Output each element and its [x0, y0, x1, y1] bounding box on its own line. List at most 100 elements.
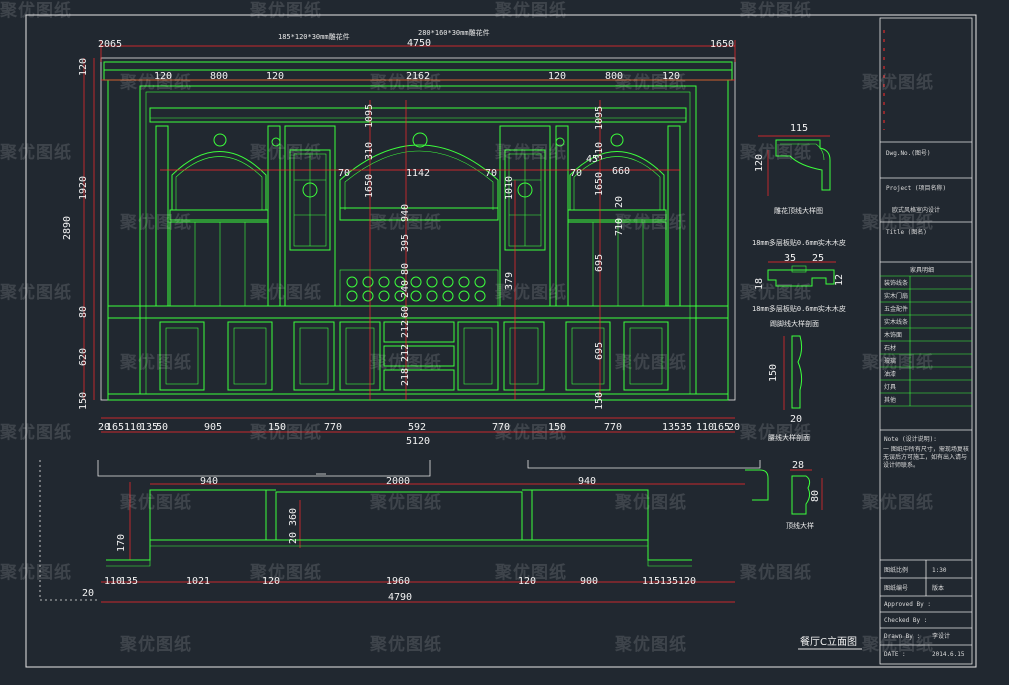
watermark: 聚优图纸: [249, 422, 322, 443]
dim-bottom-seg-0: 20: [98, 422, 110, 433]
tb-sign-row-3: Checked By :: [884, 617, 927, 624]
dim-top-seg-4: 120: [548, 71, 566, 82]
watermark-layer: 聚优图纸 聚优图纸 聚优图纸 聚优图纸 聚优图纸 聚优图纸 聚优图纸 聚优图纸 …: [0, 0, 934, 655]
dim-r7: 695: [594, 342, 605, 360]
dim-top-seg-6: 120: [662, 71, 680, 82]
plan-view: [39, 460, 769, 601]
dim-top-overall: 4750: [407, 38, 431, 49]
dim-bottom-seg-10: 150: [548, 422, 566, 433]
tb-sign-val-5: 2014.6.15: [932, 651, 965, 658]
detail1-height: 120: [754, 154, 765, 172]
tb-note-wrap: 一 图纸中所有尺寸，需现场复核无误后方可施工，如有出入请与设计师联系。: [883, 446, 969, 469]
watermark: 聚优图纸: [861, 492, 934, 513]
dim-r2: 310: [594, 142, 605, 160]
plan-dim-top-2: 940: [578, 476, 596, 487]
detail3-h: 150: [768, 364, 779, 382]
watermark: 聚优图纸: [494, 422, 567, 443]
plan-dim-top-0: 940: [200, 476, 218, 487]
bottom-dims: 20 165 110 135 50 905 150 770 592 770 15…: [98, 422, 740, 447]
watermark: 聚优图纸: [119, 352, 192, 373]
watermark: 聚优图纸: [739, 282, 812, 303]
detail-skirting: [767, 265, 835, 287]
watermark: 聚优图纸: [0, 0, 72, 21]
dim-left-seg-0: 120: [78, 58, 89, 76]
plan-dim-bottom-7: 115: [642, 576, 660, 587]
watermark: 聚优图纸: [119, 212, 192, 233]
dim-drawer-1: 212: [400, 320, 411, 338]
watermark: 聚优图纸: [0, 282, 72, 303]
dim-arch-70-left: 70: [338, 168, 350, 179]
dim-bottom-seg-1: 165: [106, 422, 124, 433]
detail1-caption: 雕花顶线大样图: [774, 206, 823, 215]
dim-v4: 940: [400, 204, 411, 222]
dim-top-seg-2: 120: [266, 71, 284, 82]
carving-note-left: 185*120*30mm雕花件: [278, 32, 350, 41]
plan-dim-bottom-8: 135: [660, 576, 678, 587]
dim-drawer-3: 218: [400, 368, 411, 386]
plan-dim-overall: 4790: [388, 592, 412, 603]
detail2-caption: 踢脚线大样剖面: [770, 319, 819, 328]
watermark: 聚优图纸: [119, 634, 192, 655]
watermark: 聚优图纸: [614, 634, 687, 655]
dim-arch-width: 1142: [406, 168, 430, 179]
carving-note-right: 280*160*30mm雕花件: [418, 28, 490, 37]
watermark: 聚优图纸: [861, 352, 934, 373]
plan-dim-bottom-9: 120: [678, 576, 696, 587]
watermark: 聚优图纸: [369, 352, 442, 373]
dim-arch-70-right: 70: [485, 168, 497, 179]
plan-dim-bottom-2: 1021: [186, 576, 210, 587]
detail-cornice: [775, 139, 831, 191]
watermark: 聚优图纸: [494, 0, 567, 21]
dim-bottom-seg-9: 770: [492, 422, 510, 433]
detail2-w1: 35: [784, 253, 796, 264]
tb-item-6: 玻璃: [884, 357, 896, 365]
dim-v6: 80: [400, 263, 411, 275]
dimension-lines: [83, 40, 836, 603]
dim-left-seg-3: 620: [78, 348, 89, 366]
dim-left-overall: 2890: [62, 216, 73, 240]
plan-dim-bottom-0: 110: [104, 576, 122, 587]
plan-dim-360: 360: [288, 508, 299, 526]
dim-top-right: 1650: [710, 39, 734, 50]
detail2-bottom-note: 18mm多层板贴0.6mm实木木皮: [752, 304, 846, 313]
tb-sign-row-1: 图纸编号: [884, 584, 908, 592]
plan-dim-170: 170: [116, 534, 127, 552]
detail2-h: 18: [754, 278, 765, 290]
tb-item-7: 油漆: [884, 370, 896, 378]
watermark: 聚优图纸: [614, 352, 687, 373]
watermark: 聚优图纸: [0, 142, 72, 163]
tb-sign-row-4: Drawn By :: [884, 633, 920, 640]
tb-title: Title (图名): [886, 228, 927, 236]
dim-bottom-seg-7: 770: [324, 422, 342, 433]
tb-project-name: 欧式风格室内设计: [892, 206, 940, 214]
dim-c660: 660: [612, 166, 630, 177]
plan-dim-bottom-6: 900: [580, 576, 598, 587]
watermark: 聚优图纸: [494, 562, 567, 583]
title-block: [879, 17, 973, 665]
dim-bottom-seg-16: 20: [728, 422, 740, 433]
plan-dim-bottom-4: 1960: [386, 576, 410, 587]
dim-bottom-seg-3: 135: [140, 422, 158, 433]
dim-v3: 1650: [364, 174, 375, 198]
tb-item-1: 实木门扇: [884, 292, 908, 300]
watermark: 聚优图纸: [739, 142, 812, 163]
dim-c70: 70: [570, 168, 582, 179]
dim-bottom-seg-2: 110: [124, 422, 142, 433]
watermark: 聚优图纸: [614, 212, 687, 233]
dim-v5: 395: [400, 234, 411, 252]
detail2-side: 12: [834, 274, 845, 286]
dim-r6: 695: [594, 254, 605, 272]
watermark: 聚优图纸: [861, 72, 934, 93]
watermark: 聚优图纸: [369, 634, 442, 655]
plan-dim-top-1: 2000: [386, 476, 410, 487]
plan-dim-bottom-5: 120: [518, 576, 536, 587]
watermark: 聚优图纸: [494, 142, 567, 163]
watermark: 聚优图纸: [739, 0, 812, 21]
dim-bottom-seg-11: 770: [604, 422, 622, 433]
tb-project: Project (项目名称): [886, 184, 946, 192]
tb-sign-row-2: Approved By :: [884, 601, 931, 608]
detail4-w: 28: [792, 460, 804, 471]
dim-v2: 310: [364, 142, 375, 160]
watermark: 聚优图纸: [0, 422, 72, 443]
